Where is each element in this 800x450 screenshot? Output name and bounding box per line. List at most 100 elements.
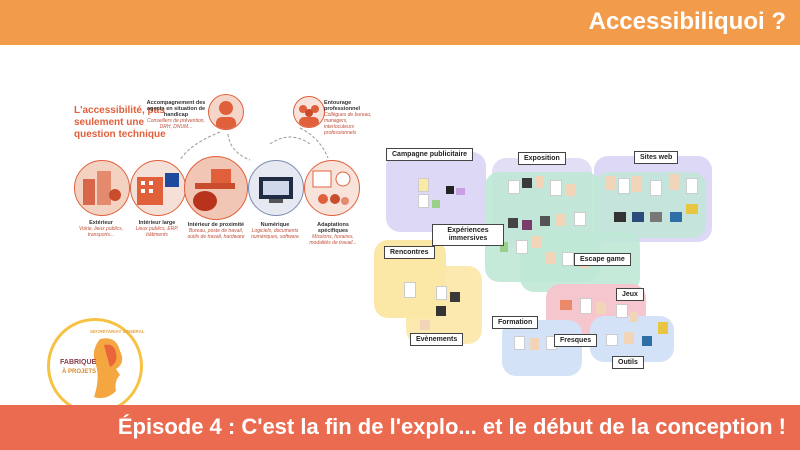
caption-interior-proximity: Intérieur de proximité Bureau, poste de … <box>186 222 246 240</box>
sticky-note <box>630 312 638 322</box>
caption-interior-large: Intérieur large Lieux publics, ERP, bâti… <box>126 220 188 238</box>
sticky-note <box>530 338 539 350</box>
caption-digital-title: Numérique <box>260 222 290 228</box>
sticky-note <box>566 184 576 196</box>
label-jeux: Jeux <box>616 288 644 301</box>
sticky-note <box>650 212 662 222</box>
caption-interior-proximity-title: Intérieur de proximité <box>187 222 245 228</box>
label-exposition: Exposition <box>518 152 566 165</box>
entourage-caption-subtitle: Collègues de bureau, managers, interlocu… <box>324 112 372 136</box>
sticky-note <box>658 322 668 334</box>
support-agent-icon <box>208 94 244 130</box>
caption-digital-subtitle: Logiciels, documents numériques, softwar… <box>251 228 299 240</box>
arrows-graphic <box>179 127 329 161</box>
sticky-note <box>616 304 628 318</box>
sticky-note <box>624 332 634 344</box>
exterior-circle <box>74 160 130 216</box>
sticky-note <box>540 216 550 226</box>
logo-line-fabrique: FABRIQUE <box>60 359 97 366</box>
zone-campagne <box>386 152 486 232</box>
caption-interior-proximity-subtitle: Bureau, poste de travail, outils de trav… <box>187 228 245 240</box>
specific-adaptations-circle <box>304 160 360 216</box>
sticky-note <box>632 176 642 192</box>
label-fresques: Fresques <box>554 334 598 347</box>
entourage-caption: Entourage professionnel Collègues de bur… <box>324 100 374 136</box>
caption-adaptations-subtitle: Missions, horaires, modalités de travail… <box>309 234 357 246</box>
sticky-note <box>436 286 447 300</box>
sticky-note <box>596 302 606 314</box>
label-campagne-publicitaire: Campagne publicitaire <box>386 148 474 161</box>
interior-large-circle <box>130 160 186 216</box>
sticky-note <box>614 212 626 222</box>
sticky-note <box>580 298 592 314</box>
sticky-note <box>432 200 440 208</box>
sticky-note <box>508 218 518 228</box>
header-title: Accessibiliquoi ? <box>588 8 786 35</box>
caption-exterior: Extérieur Voirie, lieux publics, transpo… <box>66 220 136 238</box>
caption-adaptations-title: Adaptations spécifiques <box>317 222 349 234</box>
caption-exterior-title: Extérieur <box>89 220 113 226</box>
sticky-note <box>556 214 566 226</box>
caption-exterior-subtitle: Voirie, lieux publics, transports... <box>78 226 123 238</box>
fabrique-a-projets-logo: SECRÉTARIAT GÉNÉRAL FABRIQUE À PROJETS <box>47 318 145 414</box>
sticky-note <box>560 300 572 310</box>
sticky-note <box>500 242 508 252</box>
sticky-note <box>404 282 416 298</box>
label-rencontres: Rencontres <box>384 246 435 259</box>
sticky-note <box>618 178 630 194</box>
caption-interior-large-subtitle: Lieux publics, ERP, bâtiments <box>135 226 179 238</box>
label-evenements: Evènements <box>410 333 464 346</box>
footer-bar: Épisode 4 : C'est la fin de l'explo... e… <box>0 405 800 450</box>
caption-interior-large-title: Intérieur large <box>138 220 176 226</box>
sticky-note <box>650 180 662 196</box>
sticky-note <box>522 220 532 230</box>
caption-adaptations: Adaptations spécifiques Missions, horair… <box>304 222 362 246</box>
support-caption-title: Accompagnement des agents en situation d… <box>146 100 206 118</box>
sticky-note <box>522 178 532 188</box>
sticky-note <box>670 212 682 222</box>
sticky-note <box>670 174 680 190</box>
interior-proximity-circle <box>184 156 248 220</box>
sticky-note <box>446 186 454 194</box>
sticky-note <box>546 252 556 264</box>
header-bar: Accessibiliquoi ? <box>0 0 800 45</box>
sticky-note <box>514 336 525 350</box>
sticky-note <box>632 212 644 222</box>
logo-line-secretariat: SECRÉTARIAT GÉNÉRAL <box>90 329 145 334</box>
sticky-note <box>450 292 460 302</box>
digital-circle <box>248 160 304 216</box>
colleagues-icon <box>293 96 325 128</box>
episode-title: Épisode 4 : C'est la fin de l'explo... e… <box>117 414 786 439</box>
sticky-note <box>436 306 446 316</box>
sticky-note <box>508 180 520 194</box>
sticky-note <box>642 336 652 346</box>
caption-digital: Numérique Logiciels, documents numérique… <box>246 222 304 240</box>
zone-evenements <box>406 266 482 344</box>
sticky-note <box>418 194 429 208</box>
sticky-note <box>536 176 544 188</box>
accessibility-infographic: L'accessibilité, pas seulement une quest… <box>60 88 372 268</box>
sticky-note <box>606 334 618 346</box>
sticky-note <box>606 176 616 190</box>
infographic-headline: L'accessibilité, pas seulement une quest… <box>74 105 166 140</box>
sticky-note <box>686 204 698 214</box>
sticky-note <box>562 252 574 266</box>
label-escape-game: Escape game <box>574 253 631 266</box>
sticky-note <box>686 178 698 194</box>
label-sites-web: Sites web <box>634 151 679 164</box>
sticky-note <box>456 188 465 195</box>
sticky-note <box>420 320 430 330</box>
support-caption: Accompagnement des agents en situation d… <box>146 100 206 130</box>
profile-face-icon <box>93 338 123 399</box>
whiteboard: Campagne publicitaire Exposition Sites w… <box>370 140 715 380</box>
sticky-note <box>418 178 429 192</box>
support-caption-subtitle: Conseillers de prévention, DRH, DNUM... <box>147 118 205 130</box>
sticky-note <box>516 240 528 254</box>
logo-line-projets: À PROJETS <box>62 369 97 375</box>
label-formation: Formation <box>492 316 539 329</box>
entourage-caption-title: Entourage professionnel <box>324 100 361 112</box>
label-experiences-immersives: Expériences immersives <box>432 224 504 246</box>
sticky-note <box>532 236 542 248</box>
label-outils: Outils <box>612 356 644 369</box>
sticky-note <box>550 180 562 196</box>
